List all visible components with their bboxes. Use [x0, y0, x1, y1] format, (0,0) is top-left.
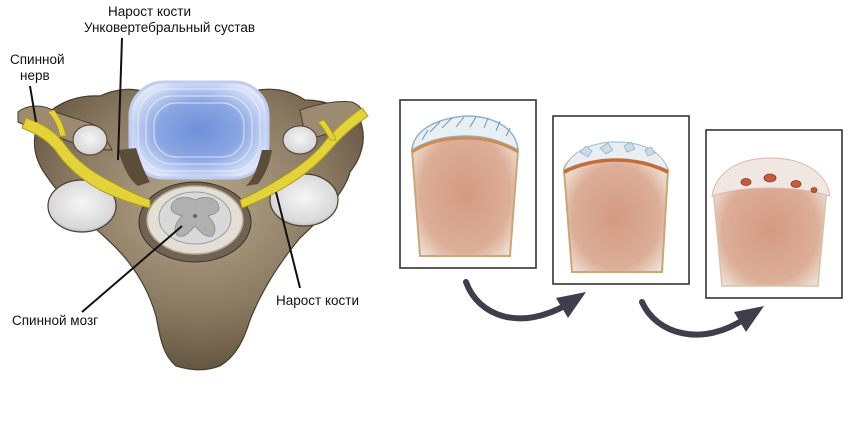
- stage-1-fibers: [421, 116, 511, 141]
- central-canal: [193, 214, 197, 218]
- stage-degenerating-joint: [552, 115, 690, 285]
- leader-spinal-cord: [81, 225, 183, 313]
- stage-3-cysts: [740, 173, 818, 193]
- stage-2-erosion: [579, 141, 656, 158]
- stage-advanced-degeneration: [705, 129, 843, 299]
- disc-rings: [137, 88, 261, 172]
- right-nerve-branch: [317, 119, 337, 141]
- stage-healthy-joint: [399, 99, 537, 269]
- leader-bone-spur-right: [275, 191, 301, 289]
- label-bone-spur-right: Нарост кости: [276, 293, 359, 308]
- leader-uncovertebral: [117, 37, 123, 161]
- vertebra-illustration: [17, 80, 369, 371]
- label-uncovertebral-joint: Унковертебральный сустав: [84, 20, 255, 35]
- right-transverse-foramen: [282, 125, 318, 155]
- arrow-2: [639, 299, 749, 338]
- label-spinal-cord: Спинной мозг: [12, 313, 98, 328]
- stage-1-cartilage: [411, 115, 519, 152]
- labels: Нарост кости Унковертебральный сустав Сп…: [10, 4, 359, 328]
- right-uncovertebral-spur: [246, 150, 272, 186]
- stage-2-rim: [563, 158, 669, 174]
- leader-spinal-nerve: [29, 85, 37, 123]
- arrow-1-head: [556, 292, 586, 318]
- progression-arrows: [463, 279, 764, 338]
- uncovertebral-bone-spur: [118, 148, 150, 186]
- left-articular-facet: [47, 179, 117, 233]
- label-bone-spur-top: Нарост кости: [108, 4, 191, 19]
- left-transverse-foramen: [72, 124, 108, 156]
- arrow-1: [463, 279, 571, 322]
- label-spinal-nerve-2: нерв: [20, 68, 50, 83]
- stage-2-bone: [562, 148, 670, 273]
- stage-1-rim: [411, 136, 519, 154]
- arrow-2-head: [734, 306, 764, 332]
- right-spinal-nerve: [239, 107, 369, 209]
- left-nerve-branch: [47, 109, 67, 137]
- label-spinal-nerve-1: Спинной: [10, 52, 65, 67]
- left-spinal-nerve: [21, 117, 151, 209]
